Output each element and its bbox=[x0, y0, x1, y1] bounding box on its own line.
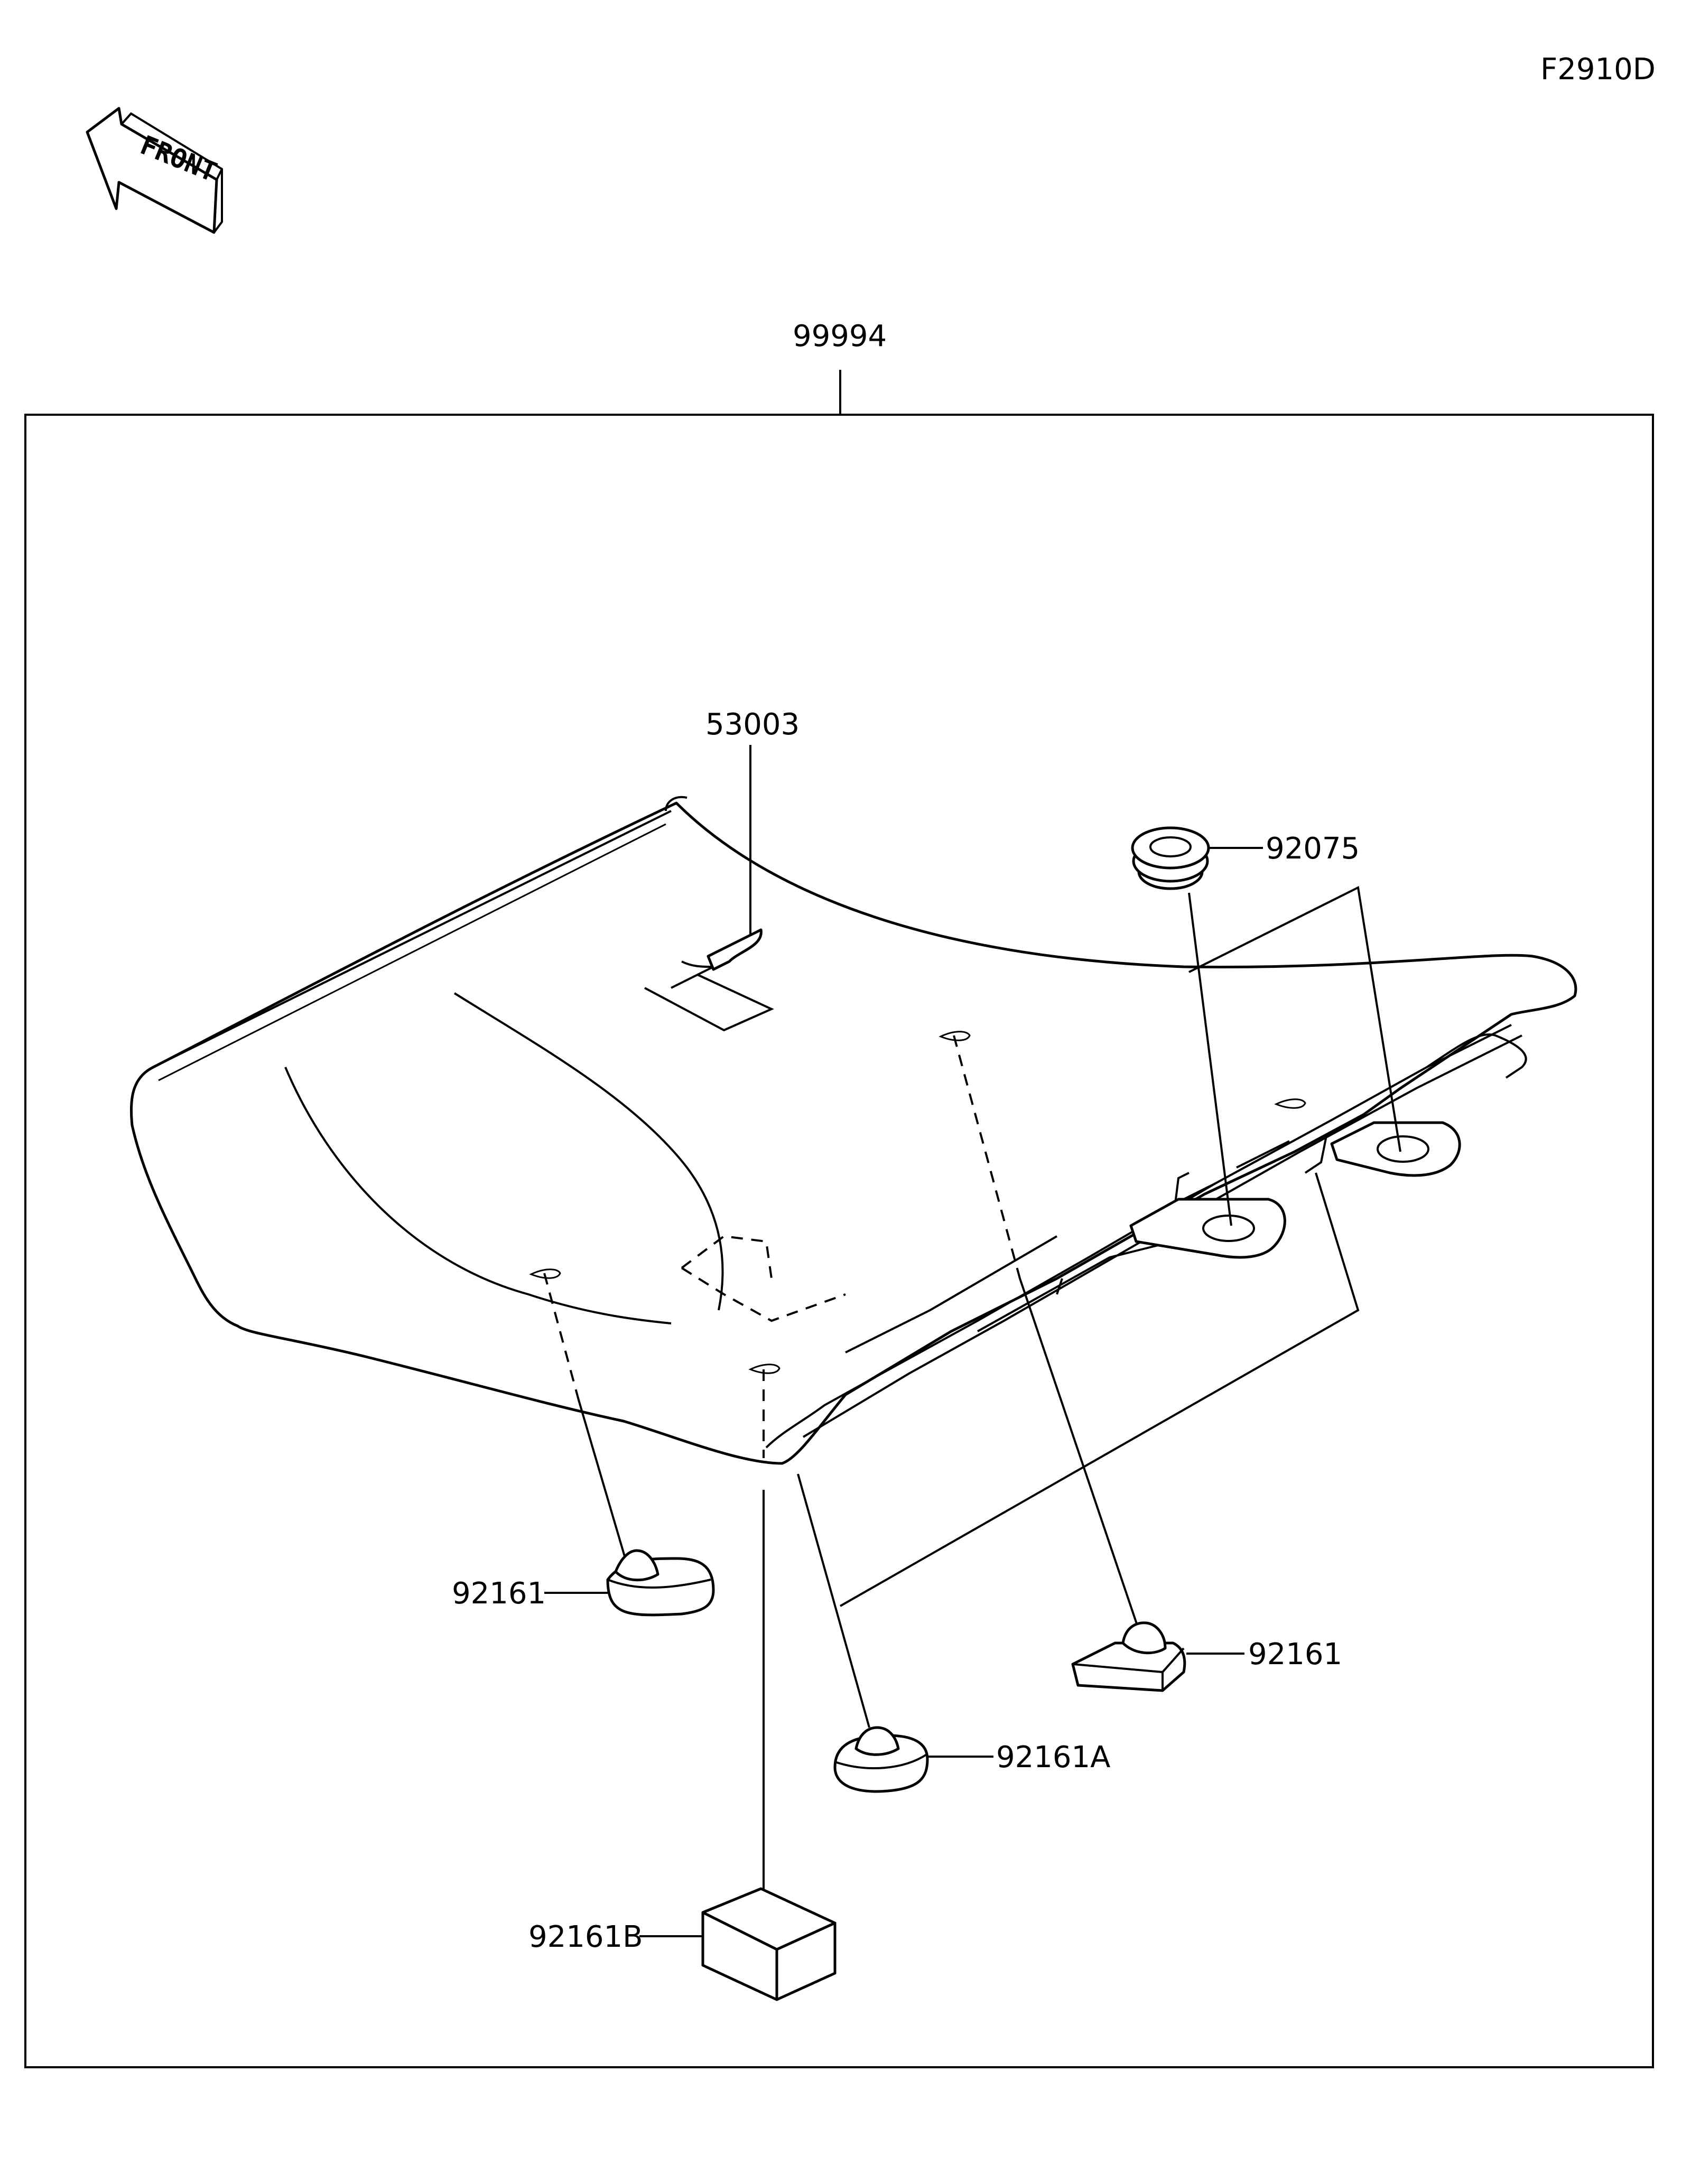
callout-damper-right: 92161 bbox=[1248, 1637, 1342, 1672]
front-arrow-icon: FRONT bbox=[86, 107, 223, 234]
callout-assembly: 99994 bbox=[793, 319, 887, 353]
callout-damper-left: 92161 bbox=[452, 1576, 546, 1611]
grommet-part bbox=[1131, 826, 1210, 890]
damper-left-part bbox=[606, 1549, 715, 1617]
damper-right-part bbox=[1071, 1621, 1186, 1692]
callout-grommet: 92075 bbox=[1266, 832, 1360, 866]
callout-seat-pad: 53003 bbox=[705, 707, 800, 742]
callout-damper-b: 92161B bbox=[528, 1920, 643, 1954]
seat bbox=[129, 796, 1577, 1465]
figure-id: F2910D bbox=[1540, 52, 1656, 87]
damper-a-part bbox=[833, 1726, 929, 1793]
damper-b-part bbox=[701, 1887, 837, 2001]
callout-damper-a: 92161A bbox=[996, 1740, 1110, 1775]
